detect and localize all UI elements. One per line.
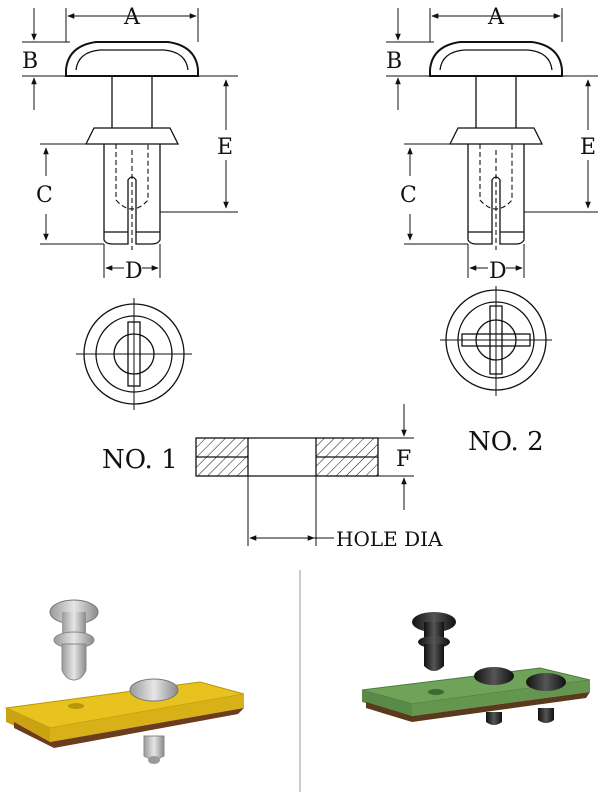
dim-label-f: F (396, 447, 411, 472)
hole-dia-label: HOLE DIA (336, 527, 443, 551)
dim-label-a: A (123, 5, 141, 30)
rivet-2-dimensions: A B C D E (386, 5, 598, 284)
label-no-1: NO. 1 (102, 445, 178, 475)
dim-label-e: E (217, 135, 233, 160)
label-no-2: NO. 2 (468, 427, 544, 457)
rivet-1-top-view (76, 298, 192, 410)
dim-label-c-2: C (400, 183, 417, 208)
dim-label-c: C (36, 183, 53, 208)
rivet-1-dimensions: A B C D E (22, 5, 238, 284)
panel-section: F HOLE DIA (195, 404, 443, 551)
render-no-2 (361, 612, 591, 725)
dim-label-a-2: A (487, 5, 505, 30)
rivet-2-top-view (440, 286, 552, 396)
dim-label-e-2: E (580, 135, 596, 160)
rivet-1-side-view (65, 41, 199, 250)
dim-label-d: D (125, 259, 143, 284)
rivet-2-side-view (429, 41, 563, 250)
render-no-1 (4, 599, 245, 764)
dim-label-b: B (22, 49, 38, 74)
dim-label-b-2: B (386, 49, 402, 74)
dim-label-d-2: D (489, 259, 507, 284)
